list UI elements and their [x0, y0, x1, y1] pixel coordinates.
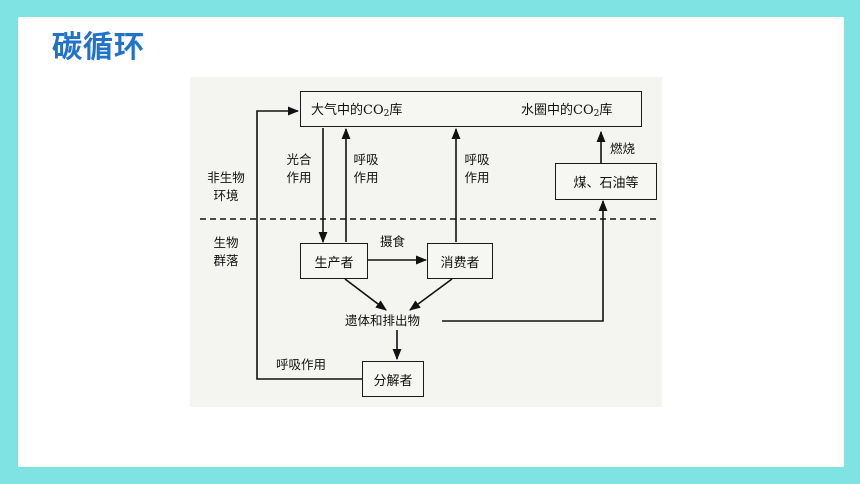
diagram-arrows — [200, 101, 660, 380]
carbon-cycle-diagram: 大气中的CO2库 水圈中的CO2库 煤、石油等 生产者 消费者 分解者 遗体和排… — [190, 77, 662, 407]
consumer-box: 消费者 — [427, 243, 493, 279]
consumer-remains-arrow — [409, 278, 453, 311]
fossil-fuel-box: 煤、石油等 — [555, 163, 657, 200]
biotic-community-label: 生物群落 — [213, 235, 239, 268]
photosynthesis-label: 光合作用 — [286, 152, 312, 185]
atmosphere-co2-label: 大气中的CO2库 — [311, 103, 403, 119]
producer-respiration-label: 呼吸作用 — [353, 152, 379, 185]
decomposer-box: 分解者 — [362, 361, 424, 397]
atmosphere-co2-box: 大气中的CO2库 水圈中的CO2库 — [300, 91, 642, 127]
consumer-respiration-label: 呼吸作用 — [464, 152, 490, 185]
producer-box: 生产者 — [300, 243, 368, 279]
slide-title: 碳循环 — [52, 30, 145, 65]
abiotic-environment-label: 非生物环境 — [207, 170, 245, 203]
remains-label: 遗体和排出物 — [342, 312, 424, 330]
feeding-label: 摄食 — [380, 234, 406, 249]
decomposer-respiration-label: 呼吸作用 — [276, 357, 327, 372]
water-co2-label: 水圈中的CO2库 — [521, 103, 613, 119]
remains-fossil-arrow — [442, 199, 608, 322]
decomposer-respiration-arrow — [256, 106, 362, 380]
producer-remains-arrow — [344, 278, 387, 311]
burning-label: 燃烧 — [610, 141, 636, 156]
